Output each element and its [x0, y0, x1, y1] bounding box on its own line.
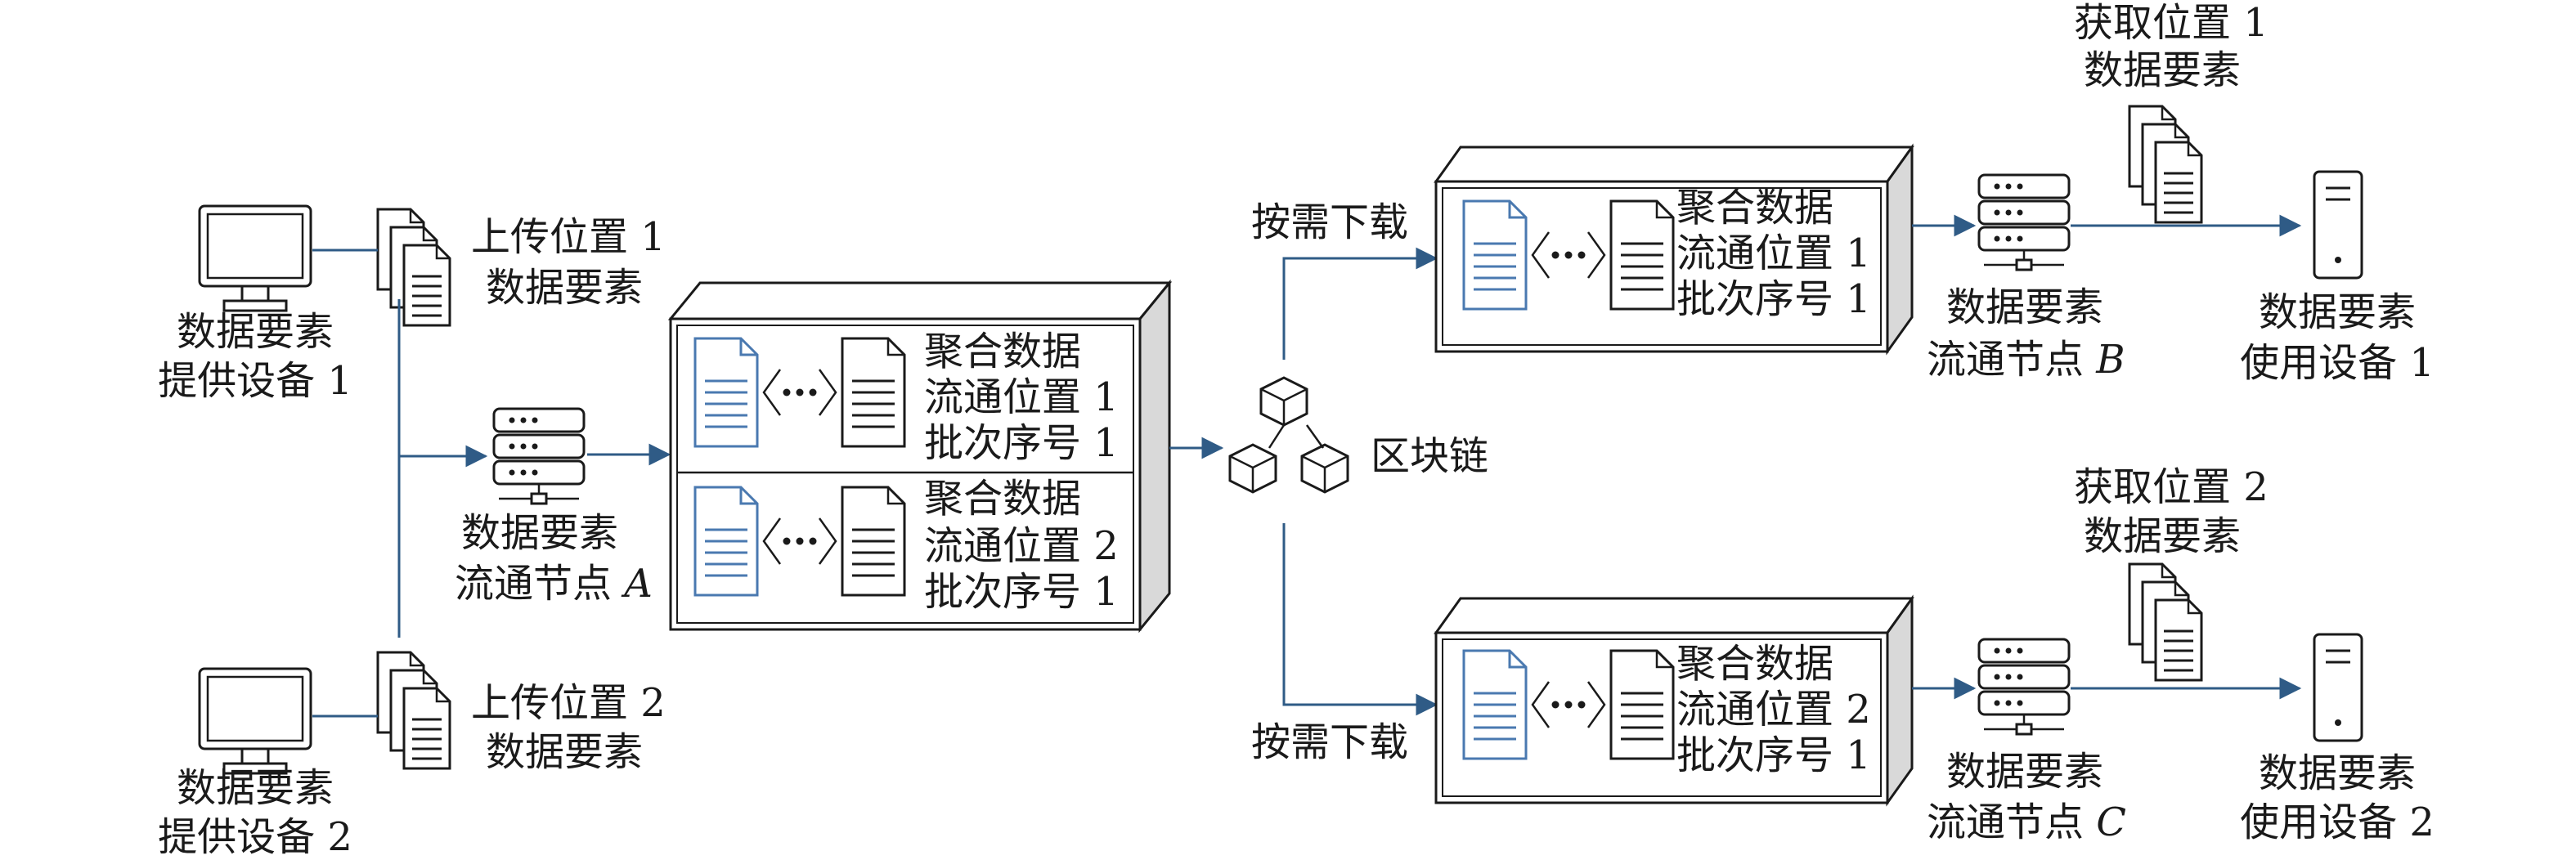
- document-stack-icon: [2128, 105, 2203, 224]
- upload-2-line1: 上传位置 2: [471, 680, 666, 726]
- server-icon: [492, 407, 586, 505]
- node-b: 数据要素 流通节点 B: [1927, 173, 2125, 383]
- central-row-2-line3: 批次序号 1: [924, 569, 1119, 615]
- node-c-line1: 数据要素: [1946, 749, 2103, 795]
- blockchain-label: 区块链: [1371, 433, 1488, 479]
- upload-1-line2: 数据要素: [486, 265, 643, 311]
- tower-pc-icon: [2313, 633, 2363, 742]
- branch-b-line2: 流通位置 1: [1676, 231, 1871, 276]
- node-c: 数据要素 流通节点 C: [1927, 638, 2126, 845]
- node-a-line1: 数据要素: [461, 510, 618, 556]
- node-b-line2: 流通节点 B: [1927, 337, 2125, 383]
- central-row-2-line1: 聚合数据: [924, 476, 1081, 522]
- upload-docs-1: 上传位置 1 数据要素: [376, 208, 666, 327]
- central-row-1-line3: 批次序号 1: [924, 420, 1119, 466]
- node-a-line2: 流通节点 A: [455, 561, 653, 607]
- branch-b-line1: 聚合数据: [1676, 185, 1833, 231]
- provider-device-1: 数据要素 提供设备 1: [158, 204, 352, 404]
- device-b-line1: 数据要素: [2259, 289, 2416, 335]
- branch-c-line1: 聚合数据: [1676, 641, 1833, 687]
- central-store: 聚合数据 流通位置 1 批次序号 1 聚合数据 流通位置 2 批次序号 1: [667, 279, 1173, 634]
- fetch-c-line2: 数据要素: [2084, 513, 2241, 559]
- monitor-icon: [198, 204, 312, 312]
- provider-1-line1: 数据要素: [177, 309, 334, 355]
- fetch-docs-b: 获取位置 1 数据要素: [2074, 0, 2269, 224]
- branch-c-line3: 批次序号 1: [1676, 732, 1871, 778]
- fetch-c-line1: 获取位置 2: [2074, 464, 2269, 510]
- fetch-b-line2: 数据要素: [2084, 47, 2241, 93]
- central-row-2-line2: 流通位置 2: [924, 523, 1119, 569]
- cube-icon: [1228, 443, 1277, 494]
- download-connectors: 按需下载 按需下载: [1251, 199, 1438, 765]
- download-label-top: 按需下载: [1251, 199, 1408, 245]
- device-c: 数据要素 使用设备 2: [2240, 633, 2435, 845]
- central-row-1-line1: 聚合数据: [924, 329, 1081, 374]
- server-icon: [1977, 638, 2071, 736]
- branch-c-line2: 流通位置 2: [1676, 687, 1871, 732]
- cube-icon: [1259, 376, 1308, 427]
- tower-pc-icon: [2313, 170, 2363, 280]
- node-a: 数据要素 流通节点 A: [455, 407, 653, 607]
- node-c-line2: 流通节点 C: [1927, 800, 2126, 845]
- fetch-docs-c: 获取位置 2 数据要素: [2074, 464, 2269, 682]
- central-row-1: 聚合数据 流通位置 1 批次序号 1: [693, 329, 1119, 466]
- upload-1-line1: 上传位置 1: [471, 214, 666, 260]
- cube-icon: [1300, 443, 1349, 494]
- device-b: 数据要素 使用设备 1: [2240, 170, 2435, 386]
- central-row-1-line2: 流通位置 1: [924, 374, 1119, 420]
- provider-1-line2: 提供设备 1: [158, 358, 352, 404]
- central-row-2: 聚合数据 流通位置 2 批次序号 1: [693, 476, 1119, 615]
- upload-docs-2: 上传位置 2 数据要素: [376, 651, 666, 775]
- left-connectors: [312, 249, 671, 718]
- node-b-line1: 数据要素: [1946, 284, 2103, 330]
- document-stack-icon: [2128, 562, 2203, 682]
- fetch-b-line1: 获取位置 1: [2074, 0, 2269, 46]
- provider-2-line1: 数据要素: [177, 765, 334, 811]
- monitor-icon: [198, 667, 312, 775]
- device-c-line1: 数据要素: [2259, 750, 2416, 796]
- document-stack-icon: [376, 208, 451, 327]
- branch-b-line3: 批次序号 1: [1676, 276, 1871, 322]
- server-icon: [1977, 173, 2071, 271]
- blockchain: 区块链: [1228, 376, 1488, 494]
- provider-device-2: 数据要素 提供设备 2: [158, 667, 352, 860]
- device-c-line2: 使用设备 2: [2240, 800, 2435, 845]
- download-label-bottom: 按需下载: [1251, 719, 1408, 765]
- branch-store-c: 聚合数据 流通位置 2 批次序号 1: [1434, 594, 1914, 807]
- branch-store-b: 聚合数据 流通位置 1 批次序号 1: [1434, 143, 1914, 356]
- upload-2-line2: 数据要素: [486, 729, 643, 775]
- provider-2-line2: 提供设备 2: [158, 814, 352, 860]
- document-stack-icon: [376, 651, 451, 770]
- device-b-line2: 使用设备 1: [2240, 340, 2435, 386]
